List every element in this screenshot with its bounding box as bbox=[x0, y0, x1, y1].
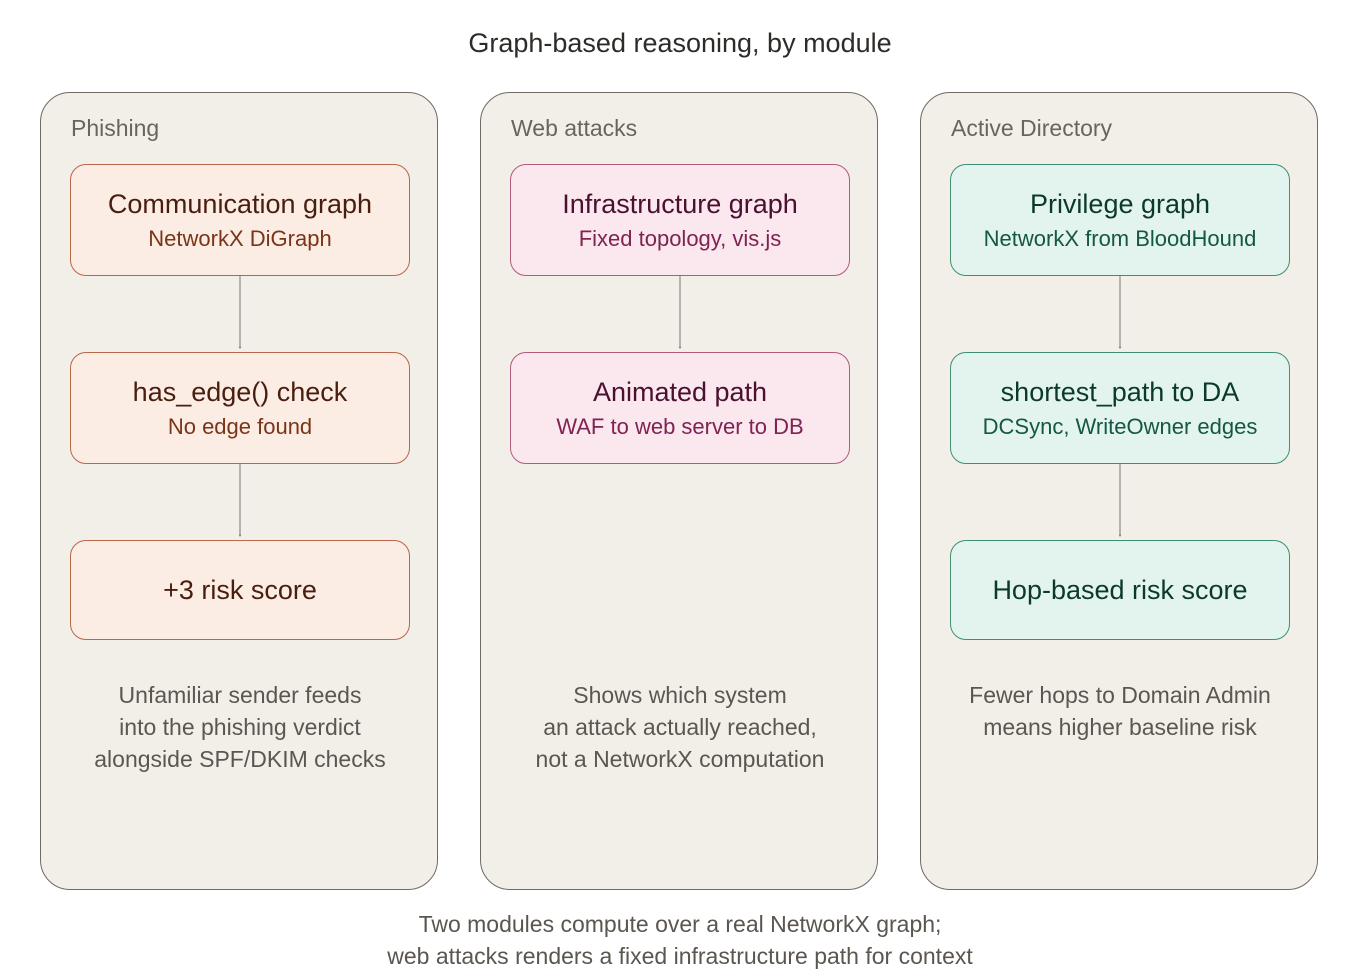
node-title: Animated path bbox=[592, 376, 768, 407]
footer-line: Two modules compute over a real NetworkX… bbox=[418, 911, 942, 937]
panel-label-phishing: Phishing bbox=[71, 115, 160, 141]
note-line: into the phishing verdict bbox=[119, 714, 361, 740]
panel-phishing: Phishing Communication graph NetworkX Di… bbox=[40, 92, 438, 890]
node-subtitle: No edge found bbox=[167, 413, 313, 439]
panel-label-active-directory: Active Directory bbox=[951, 115, 1113, 141]
panel-label-web-attacks: Web attacks bbox=[511, 115, 638, 141]
arrow-down-icon bbox=[1119, 464, 1121, 537]
footer-line: web attacks renders a fixed infrastructu… bbox=[387, 943, 973, 969]
node-title: Privilege graph bbox=[1029, 188, 1211, 219]
diagram-footer: Two modules compute over a real NetworkX… bbox=[0, 908, 1360, 972]
node-title: Communication graph bbox=[107, 188, 373, 219]
note-line: means higher baseline risk bbox=[983, 714, 1257, 740]
arrow-down-icon bbox=[1119, 276, 1121, 349]
arrow-down-icon bbox=[679, 276, 681, 349]
panel-note-active-directory: Fewer hops to Domain Admin means higher … bbox=[931, 679, 1309, 743]
node-shortest-path: shortest_path to DA DCSync, WriteOwner e… bbox=[950, 352, 1290, 464]
node-title: Hop-based risk score bbox=[992, 575, 1248, 605]
node-title: has_edge() check bbox=[132, 376, 348, 407]
node-title: shortest_path to DA bbox=[1000, 376, 1240, 407]
node-subtitle: DCSync, WriteOwner edges bbox=[982, 413, 1258, 439]
node-subtitle: NetworkX DiGraph bbox=[148, 225, 332, 251]
diagram-title: Graph-based reasoning, by module bbox=[468, 28, 892, 58]
arrow-down-icon bbox=[239, 276, 241, 349]
node-risk-score: +3 risk score bbox=[70, 540, 410, 640]
note-line: Unfamiliar sender feeds bbox=[118, 682, 362, 708]
note-line: not a NetworkX computation bbox=[535, 746, 825, 772]
node-infrastructure-graph: Infrastructure graph Fixed topology, vis… bbox=[510, 164, 850, 276]
node-privilege-graph: Privilege graph NetworkX from BloodHound bbox=[950, 164, 1290, 276]
node-communication-graph: Communication graph NetworkX DiGraph bbox=[70, 164, 410, 276]
node-title: +3 risk score bbox=[163, 575, 317, 605]
panel-note-phishing: Unfamiliar sender feeds into the phishin… bbox=[51, 679, 429, 775]
note-line: alongside SPF/DKIM checks bbox=[94, 746, 386, 772]
node-hop-risk-score: Hop-based risk score bbox=[950, 540, 1290, 640]
panel-web-attacks: Web attacks Infrastructure graph Fixed t… bbox=[480, 92, 878, 890]
arrow-down-icon bbox=[239, 464, 241, 537]
node-subtitle: Fixed topology, vis.js bbox=[578, 225, 782, 251]
note-line: an attack actually reached, bbox=[543, 714, 817, 740]
note-line: Fewer hops to Domain Admin bbox=[969, 682, 1271, 708]
node-has-edge-check: has_edge() check No edge found bbox=[70, 352, 410, 464]
panel-note-web-attacks: Shows which system an attack actually re… bbox=[491, 679, 869, 775]
panel-active-directory: Active Directory Privilege graph Network… bbox=[920, 92, 1318, 890]
node-title: Infrastructure graph bbox=[562, 188, 798, 219]
node-animated-path: Animated path WAF to web server to DB bbox=[510, 352, 850, 464]
node-subtitle: NetworkX from BloodHound bbox=[983, 225, 1257, 251]
node-subtitle: WAF to web server to DB bbox=[556, 413, 804, 439]
note-line: Shows which system bbox=[573, 682, 787, 708]
